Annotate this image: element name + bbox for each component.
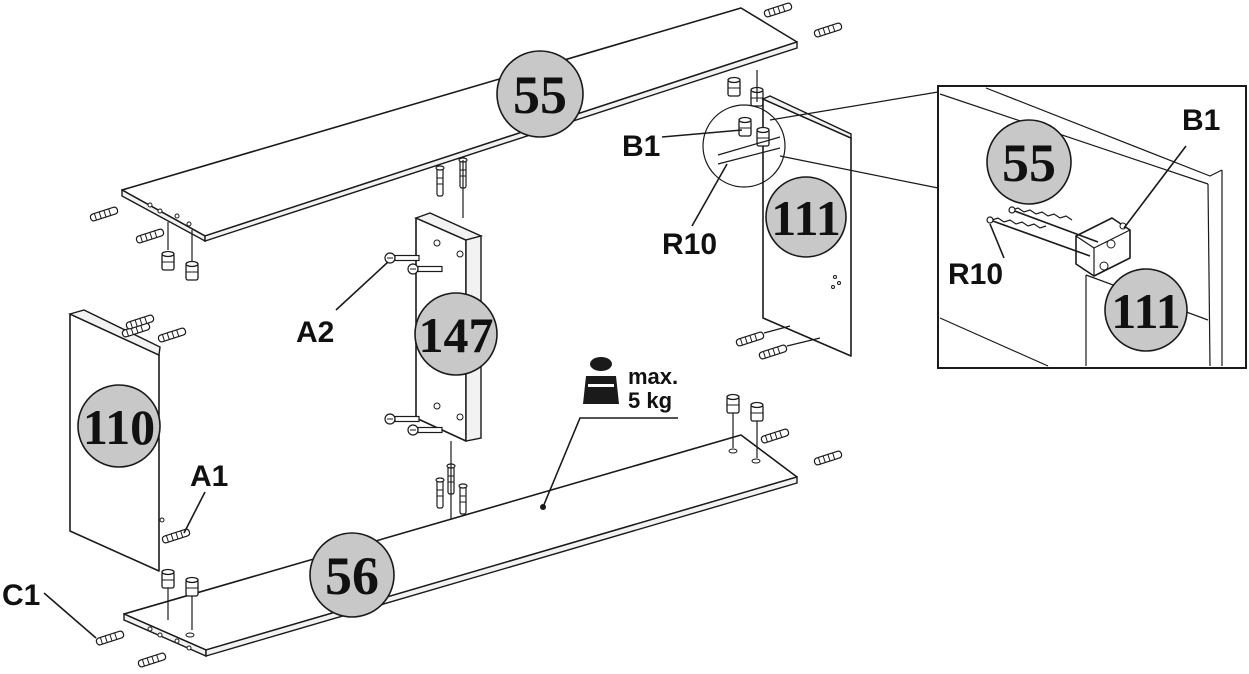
badge-detail-side-label: 111 bbox=[1111, 283, 1180, 339]
label-b1: B1 bbox=[622, 130, 660, 163]
badge-right-side-label: 111 bbox=[771, 190, 840, 246]
badge-bottom-shelf-label: 56 bbox=[325, 546, 379, 606]
badge-top-shelf: 55 bbox=[496, 50, 584, 138]
b1-leader bbox=[661, 129, 743, 138]
detail-r10-leader bbox=[989, 223, 1005, 259]
badge-top-shelf-label: 55 bbox=[513, 65, 567, 125]
detail-callout-circle bbox=[702, 91, 939, 189]
load-note-line2: 5 kg bbox=[628, 388, 672, 413]
load-leader-line bbox=[542, 417, 678, 508]
badge-divider-label: 147 bbox=[419, 307, 494, 363]
badge-divider: 147 bbox=[414, 292, 498, 376]
a1-leader bbox=[183, 491, 206, 534]
label-a1: A1 bbox=[190, 460, 228, 493]
bottom-shelf-hardware bbox=[95, 393, 843, 669]
a2-leader bbox=[335, 261, 389, 311]
label-r10: R10 bbox=[662, 228, 717, 261]
label-detail-r10: R10 bbox=[948, 258, 1003, 291]
top-shelf-hardware bbox=[89, 1, 843, 281]
r10-leader bbox=[691, 163, 728, 227]
badge-left-side: 110 bbox=[77, 384, 161, 468]
badge-detail-side: 111 bbox=[1104, 268, 1188, 352]
weight-icon bbox=[583, 357, 619, 404]
top-shelf bbox=[121, 7, 798, 243]
badge-left-side-label: 110 bbox=[83, 399, 155, 455]
detail-b1-leader bbox=[1123, 145, 1187, 229]
divider-panel bbox=[384, 212, 484, 540]
label-detail-b1: B1 bbox=[1182, 104, 1220, 137]
load-note-line1: max. bbox=[628, 364, 678, 389]
detail-inset bbox=[937, 85, 1247, 369]
label-c1: C1 bbox=[2, 579, 40, 612]
badge-detail-top: 55 bbox=[986, 119, 1072, 205]
badge-right-side: 111 bbox=[765, 176, 847, 258]
badge-detail-top-label: 55 bbox=[1002, 133, 1056, 193]
badge-bottom-shelf: 56 bbox=[309, 532, 395, 618]
label-a2: A2 bbox=[296, 316, 334, 349]
c1-leader bbox=[43, 592, 97, 639]
